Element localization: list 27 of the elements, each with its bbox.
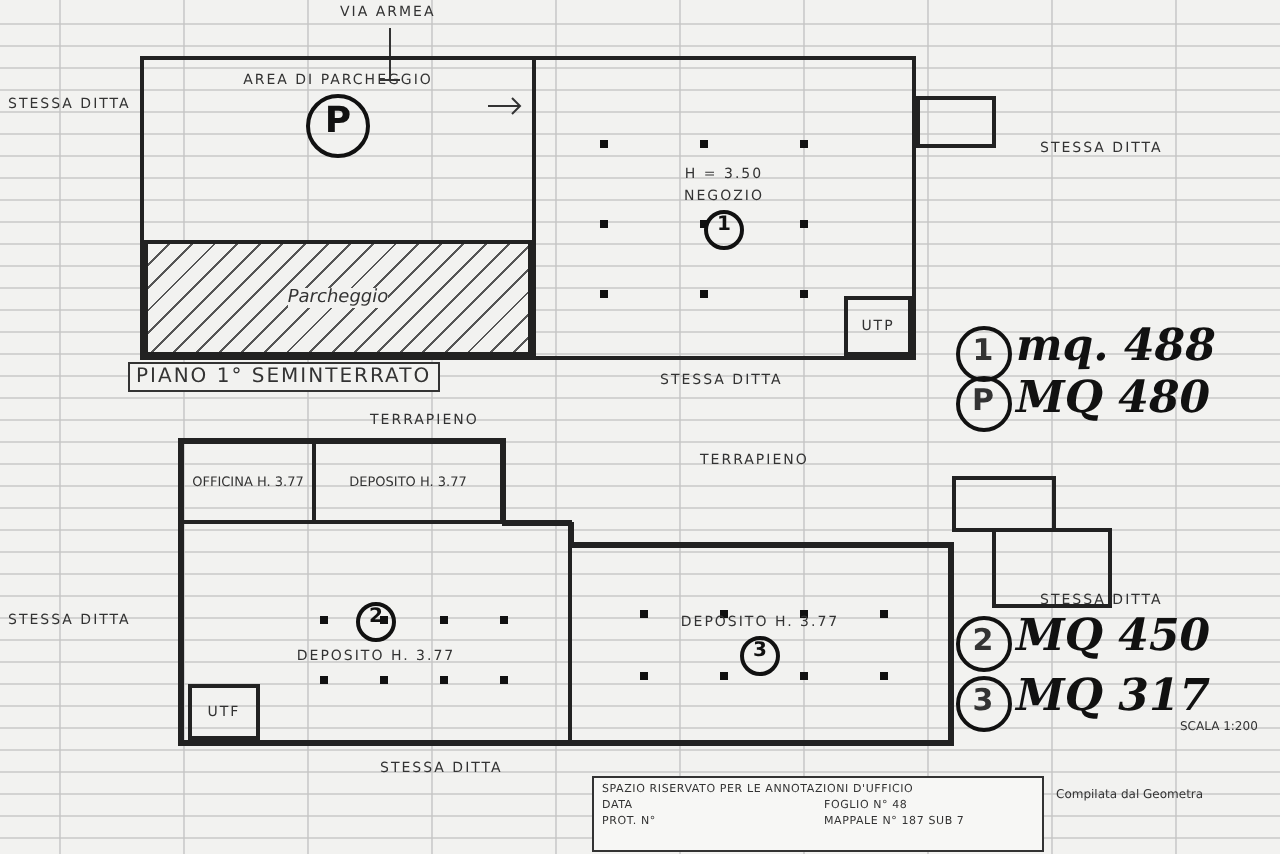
annotation-panel xyxy=(592,776,1044,852)
circled-number: 1 xyxy=(956,326,1012,382)
utility-room xyxy=(188,684,260,740)
room-label: Parcheggio xyxy=(287,288,389,308)
circled-number: P xyxy=(956,376,1012,432)
workshop-room xyxy=(180,440,316,524)
floor-title: PIANO 1° SEMINTERRATO xyxy=(128,362,440,392)
circled-number: 2 xyxy=(956,616,1012,672)
area-value: MQ 480 xyxy=(1016,372,1211,424)
circled-number: 2 xyxy=(356,601,396,641)
area-value: mq. 488 xyxy=(1016,320,1216,372)
area-value: MQ 317 xyxy=(1016,670,1211,722)
utility-room xyxy=(844,296,912,356)
shop-room xyxy=(532,56,916,360)
circled-number: 3 xyxy=(956,676,1012,732)
circled-number: 3 xyxy=(740,635,780,675)
storage-room xyxy=(992,528,1112,608)
parking-area xyxy=(140,56,536,360)
area-value: MQ 450 xyxy=(1016,610,1211,662)
circled-number: 1 xyxy=(704,210,744,250)
storage-room xyxy=(952,476,1056,532)
storage-room xyxy=(568,544,952,744)
hatched-parking-area xyxy=(144,240,532,356)
storage-room xyxy=(312,440,504,524)
storage-room xyxy=(180,520,572,744)
circled-number: P xyxy=(306,94,370,158)
storage-room xyxy=(916,96,996,148)
